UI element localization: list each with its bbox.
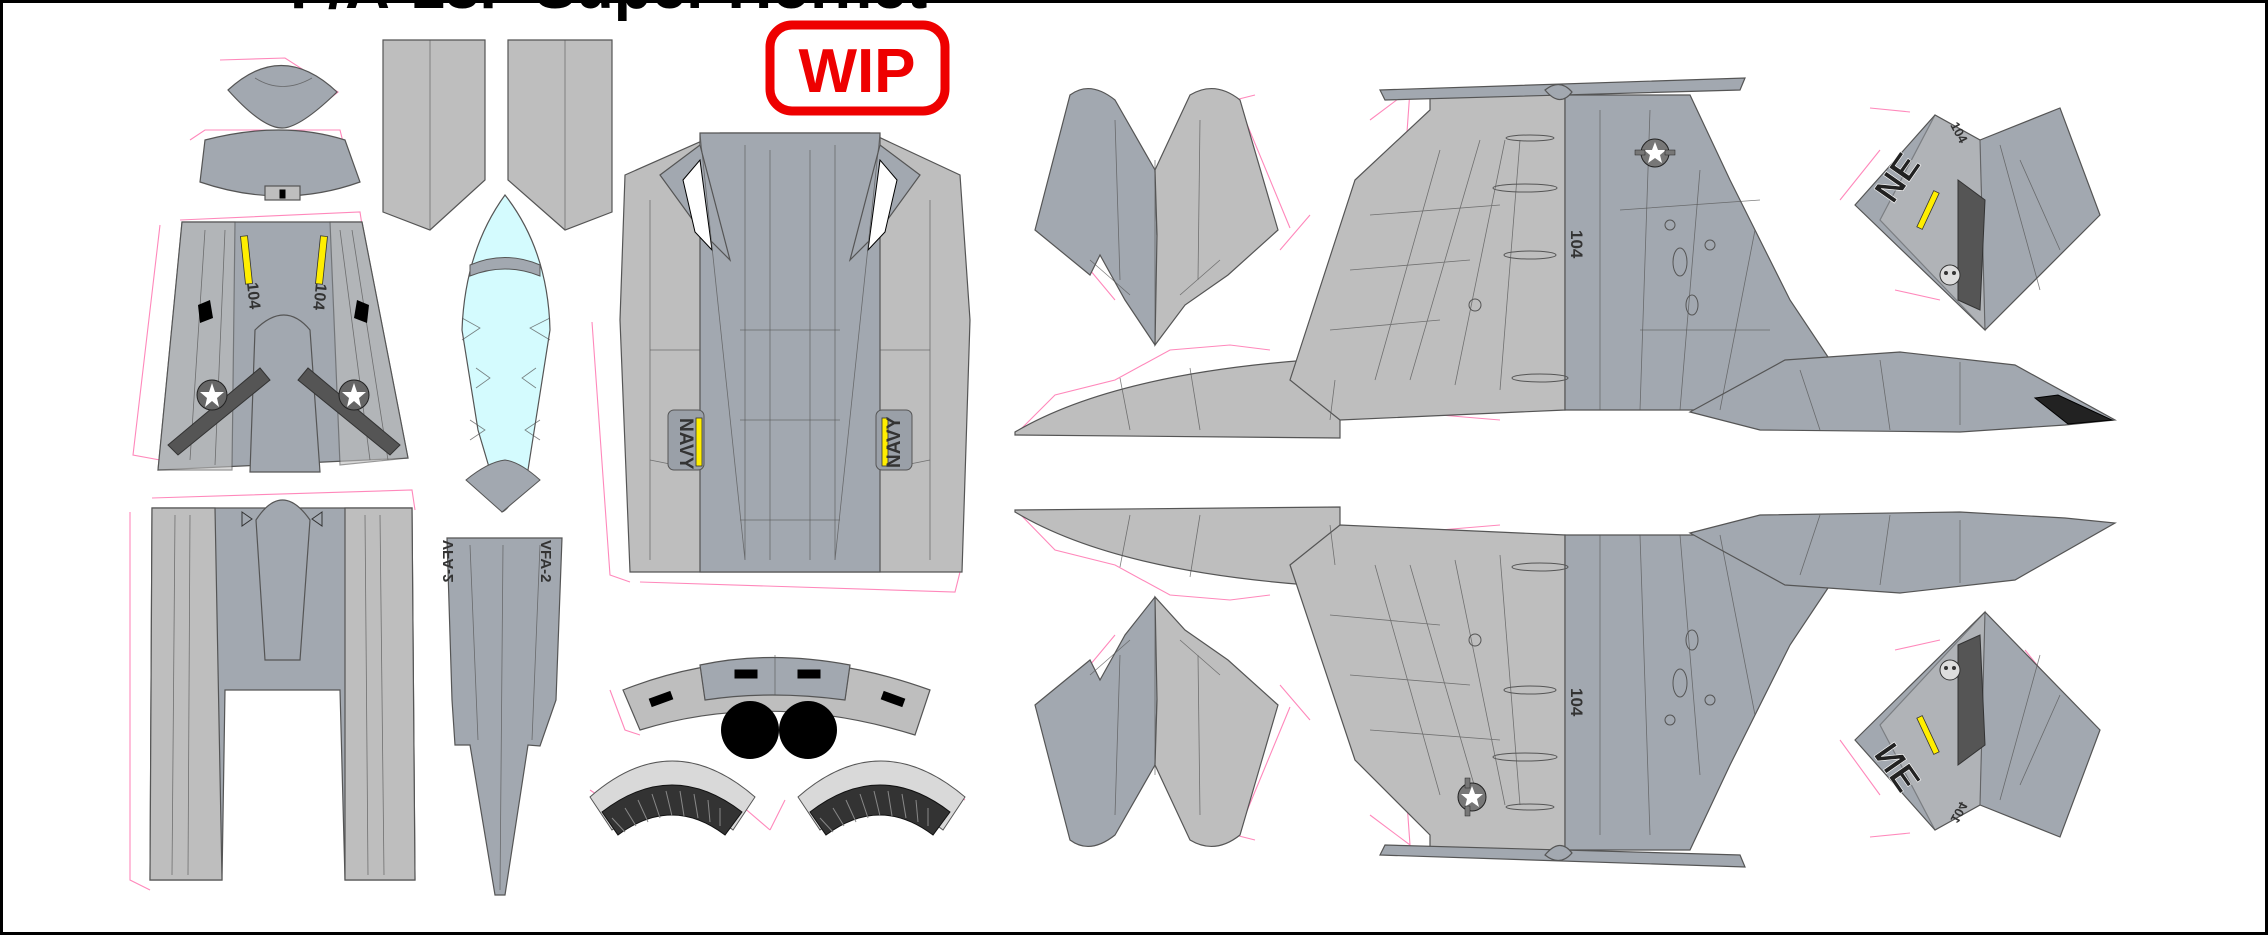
- national-insignia-icon: [196, 379, 228, 411]
- svg-text:104: 104: [309, 283, 329, 311]
- forward-fuselage-part: 104 104: [132, 211, 409, 473]
- svg-text:NAVY: NAVY: [884, 416, 905, 468]
- upper-wing-part: 104: [1014, 77, 2117, 439]
- nozzle-petals-left-part: [589, 760, 771, 836]
- svg-text:VFA-2: VFA-2: [440, 540, 457, 583]
- nose-ring-part: [189, 129, 361, 201]
- vertical-tail-lower-part: [1034, 595, 1291, 847]
- nozzle-petals-right-part: [769, 760, 966, 836]
- svg-text:VFA-2: VFA-2: [537, 540, 554, 583]
- lower-wing-part: 104: [1014, 506, 2117, 868]
- vertical-tail-upper-part: [1034, 88, 1291, 347]
- engine-exhaust-left-icon: [721, 701, 779, 759]
- national-insignia-icon: [338, 379, 370, 411]
- engine-exhaust-right-icon: [779, 701, 837, 759]
- tail-cone-part: VFA-2 VFA-2: [440, 537, 563, 896]
- center-fuselage-part: [129, 489, 416, 891]
- nose-cap-part: [219, 57, 339, 129]
- national-insignia-icon: [1457, 777, 1487, 817]
- national-insignia-icon: [1634, 138, 1676, 168]
- tail-fin-upper-part: NE 104: [1839, 107, 2101, 332]
- wip-badge-label: WIP: [798, 37, 915, 106]
- skull-emblem-icon: [1939, 264, 1961, 286]
- svg-text:NAVY: NAVY: [675, 418, 696, 470]
- nozzle-band-part: [609, 655, 931, 759]
- intake-trunk-right-part: [507, 39, 613, 231]
- svg-text:104: 104: [243, 282, 263, 310]
- sheet-title: F/A-18F Super Hornet: [290, 0, 927, 22]
- intake-trunk-left-part: [382, 39, 486, 231]
- canopy-part: [461, 194, 551, 513]
- svg-text:104: 104: [1567, 230, 1586, 259]
- wip-badge: WIP: [765, 20, 950, 116]
- main-fuselage-part: NAVY NAVY: [591, 132, 971, 593]
- skull-emblem-icon: [1939, 659, 1961, 681]
- svg-text:104: 104: [1567, 688, 1586, 717]
- tail-fin-lower-part: NE 104: [1839, 610, 2101, 838]
